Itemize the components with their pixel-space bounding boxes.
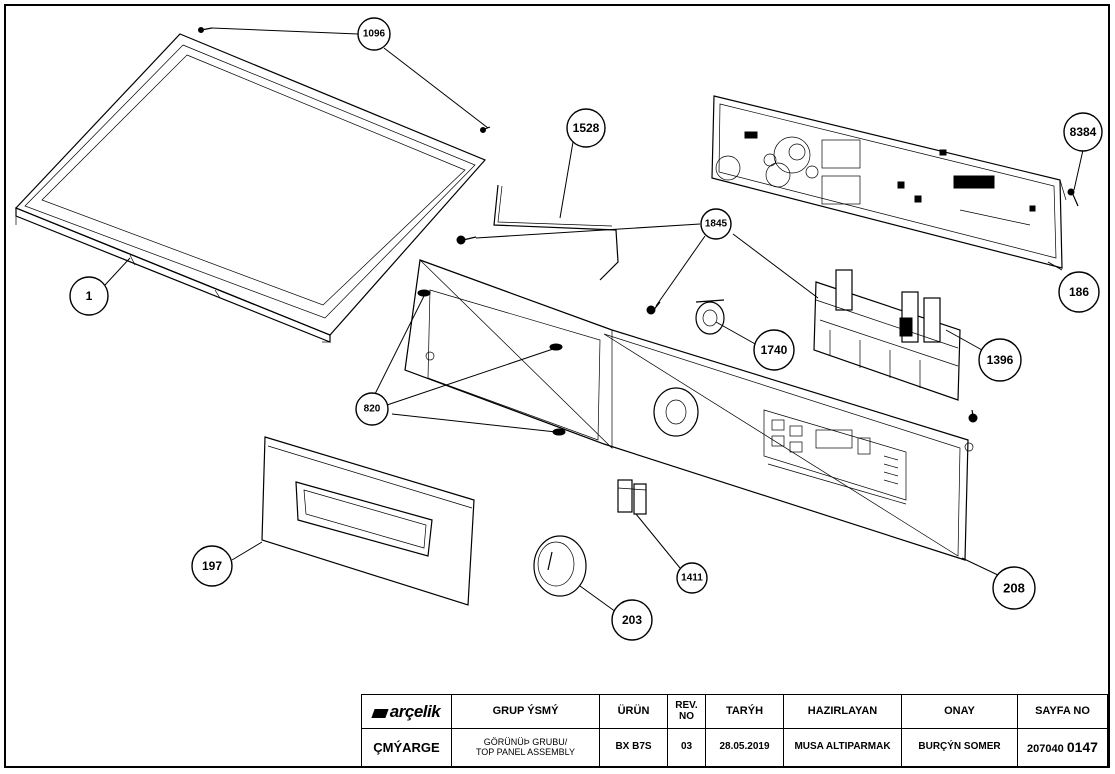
- electronic-card-part: [711, 95, 1067, 269]
- callout-197: 197: [191, 545, 233, 587]
- drawing-border: [4, 4, 1110, 768]
- header-group-name: GRUP ÝSMÝ: [451, 694, 600, 729]
- callout-1396: 1396: [978, 338, 1022, 382]
- company-logo: arçelik: [361, 694, 452, 729]
- callout-1740: 1740: [753, 329, 795, 371]
- drawing-type: ÇMÝARGE: [361, 728, 452, 767]
- callout-208: 208: [992, 566, 1036, 610]
- drawer-part: [261, 436, 475, 606]
- svg-text:197: 197: [202, 559, 222, 573]
- prepared-by-value: MUSA ALTIPARMAK: [783, 728, 902, 767]
- top-lid-part: [14, 33, 487, 343]
- svg-text:1740: 1740: [761, 343, 788, 357]
- logo-mark-icon: [371, 709, 389, 719]
- light-pipe-part: [617, 479, 647, 515]
- header-revision: REV. NO: [667, 694, 706, 729]
- header-approval: ONAY: [901, 694, 1018, 729]
- svg-text:1528: 1528: [573, 121, 600, 135]
- leader-lines: [104, 27, 1084, 613]
- callout-820: 820: [355, 392, 389, 426]
- header-prepared-by: HAZIRLAYAN: [783, 694, 902, 729]
- header-page-no: SAYFA NO: [1017, 694, 1108, 729]
- button-holder-part: [813, 269, 961, 401]
- svg-text:1411: 1411: [681, 573, 703, 584]
- svg-text:1096: 1096: [363, 29, 386, 40]
- rod-part: [493, 184, 619, 281]
- svg-text:1: 1: [86, 289, 93, 303]
- callout-1096: 1096: [357, 17, 391, 51]
- panel-screw-part: [456, 235, 978, 423]
- product-value: BX B7S: [599, 728, 668, 767]
- callout-1: 1: [69, 276, 109, 316]
- callout-1845: 1845: [700, 208, 732, 240]
- page-no-value: 207040 0147: [1017, 728, 1108, 767]
- encoder-part: [695, 299, 725, 335]
- card-screw-part: [1067, 188, 1079, 207]
- date-value: 28.05.2019: [705, 728, 784, 767]
- svg-text:186: 186: [1069, 285, 1089, 299]
- control-panel-part: [404, 259, 974, 561]
- svg-text:208: 208: [1003, 581, 1025, 596]
- revision-value: 03: [667, 728, 706, 767]
- approval-value: BURÇÝN SOMER: [901, 728, 1018, 767]
- title-block: arçelik GRUP ÝSMÝ ÜRÜN REV. NO TARÝH HAZ…: [361, 694, 1108, 767]
- callout-1411: 1411: [676, 562, 708, 594]
- svg-text:820: 820: [364, 404, 381, 415]
- header-date: TARÝH: [705, 694, 784, 729]
- group-name-value: GÖRÜNÜÞ GRUBU/ TOP PANEL ASSEMBLY: [451, 728, 600, 767]
- knob-part: [533, 535, 587, 597]
- header-product: ÜRÜN: [599, 694, 668, 729]
- callout-1528: 1528: [566, 108, 606, 148]
- lid-screw-part: [198, 27, 491, 133]
- svg-text:1396: 1396: [987, 353, 1014, 367]
- callout-186: 186: [1058, 271, 1100, 313]
- callout-8384: 8384: [1063, 112, 1103, 152]
- callout-203: 203: [611, 599, 653, 641]
- svg-text:1845: 1845: [705, 219, 728, 230]
- svg-text:203: 203: [622, 613, 642, 627]
- svg-text:8384: 8384: [1070, 125, 1097, 139]
